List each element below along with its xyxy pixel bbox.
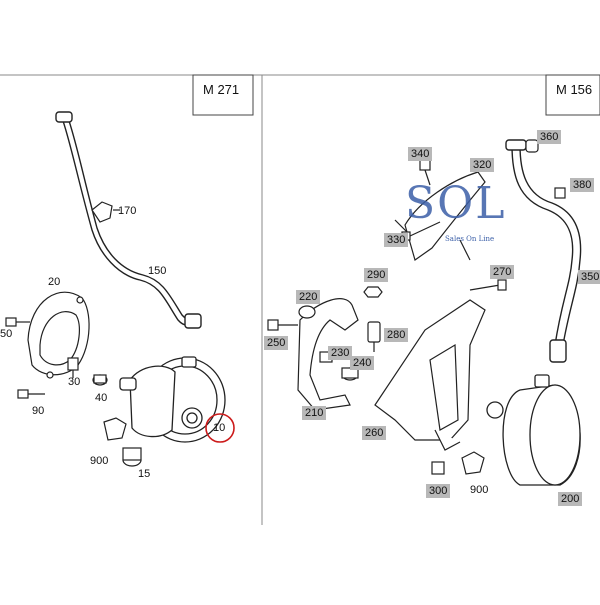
callout-280: 280 xyxy=(384,328,409,342)
right-title-frame xyxy=(545,74,600,116)
callout-230: 230 xyxy=(328,346,353,360)
part-40 xyxy=(92,374,108,386)
ring-220 xyxy=(298,305,316,319)
part-30 xyxy=(67,357,79,378)
callout-250: 250 xyxy=(264,336,289,350)
part-900-left xyxy=(103,417,127,441)
callout-10: 10 xyxy=(213,422,226,434)
callout-900-right: 900 xyxy=(470,484,489,496)
clip-170 xyxy=(91,201,120,223)
clamp-360 xyxy=(525,139,539,153)
callout-270: 270 xyxy=(490,265,515,279)
callout-240: 240 xyxy=(350,356,375,370)
bolt-50 xyxy=(5,317,30,327)
callout-260: 260 xyxy=(362,426,387,440)
air-pump-200 xyxy=(486,374,581,486)
bracket-210 xyxy=(297,298,359,411)
pipe-350 xyxy=(505,139,582,363)
highlight-circle-10 xyxy=(205,413,235,443)
callout-300: 300 xyxy=(426,484,451,498)
callout-50: 50 xyxy=(0,328,13,340)
callout-350: 350 xyxy=(578,270,600,284)
callout-360: 360 xyxy=(537,130,562,144)
hose-150 xyxy=(55,111,202,329)
left-title-frame xyxy=(192,74,254,116)
callout-90: 90 xyxy=(32,405,45,417)
callout-380: 380 xyxy=(570,178,595,192)
valve-280 xyxy=(367,321,381,352)
bolt-380 xyxy=(554,187,566,199)
callout-15: 15 xyxy=(138,468,151,480)
callout-30: 30 xyxy=(68,376,81,388)
bracket-320 xyxy=(394,171,486,261)
bolt-90 xyxy=(17,389,45,399)
watermark-subtext: Sales On Line xyxy=(445,235,495,243)
left-panel-title: M 271 xyxy=(203,82,240,97)
bracket-260 xyxy=(374,299,486,451)
watermark-logo: SOL xyxy=(405,178,507,229)
callout-290: 290 xyxy=(364,268,389,282)
nut-300 xyxy=(431,461,445,475)
callout-900-left: 900 xyxy=(90,455,109,467)
callout-40: 40 xyxy=(95,392,108,404)
callout-200: 200 xyxy=(558,492,583,506)
callout-340: 340 xyxy=(408,147,433,161)
right-panel-title: M 156 xyxy=(556,82,593,97)
callout-20: 20 xyxy=(48,276,61,288)
callout-210: 210 xyxy=(302,406,327,420)
callout-320: 320 xyxy=(470,158,495,172)
cover-20 xyxy=(27,291,90,379)
bolt-250 xyxy=(267,319,298,331)
nut-290 xyxy=(363,286,383,298)
air-pump-10 xyxy=(119,356,226,443)
part-900-right xyxy=(461,451,485,475)
callout-220: 220 xyxy=(296,290,321,304)
callout-170: 170 xyxy=(118,205,137,217)
callout-330: 330 xyxy=(384,233,409,247)
stud-270 xyxy=(469,279,507,291)
callout-150: 150 xyxy=(148,265,167,277)
sleeve-15 xyxy=(122,447,142,467)
